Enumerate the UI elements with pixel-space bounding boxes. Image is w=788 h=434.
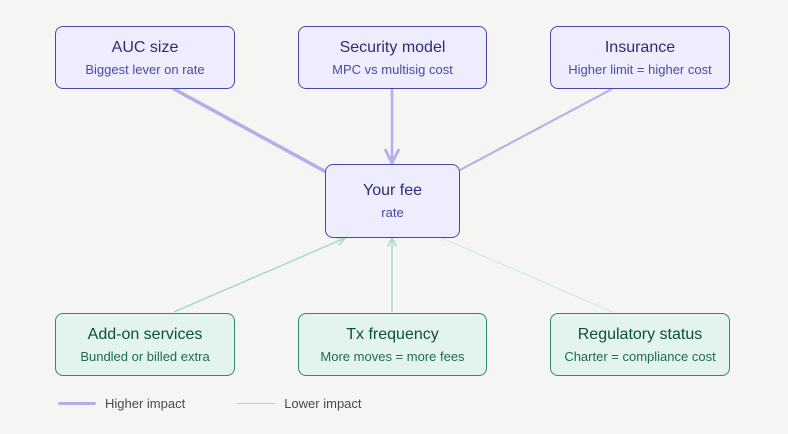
legend-item-lower-impact: Lower impact — [237, 396, 362, 411]
connector-insurance — [459, 88, 613, 171]
center-subtitle: rate — [381, 205, 404, 220]
factor-auc-size: AUC size Biggest lever on rate — [55, 26, 235, 89]
factor-subtitle: Biggest lever on rate — [85, 61, 205, 77]
factor-title: AUC size — [111, 38, 179, 56]
factor-insurance: Insurance Higher limit = higher cost — [550, 26, 730, 89]
legend-swatch-lower-impact — [237, 403, 276, 404]
factor-subtitle: Charter = compliance cost — [564, 348, 716, 364]
factor-title: Regulatory status — [577, 325, 703, 343]
factor-security-model: Security model MPC vs multisig cost — [298, 26, 487, 89]
center-title: Your fee — [362, 182, 422, 199]
factor-subtitle: More moves = more fees — [320, 348, 465, 364]
factor-title: Add-on services — [87, 325, 203, 343]
legend-item-higher-impact: Higher impact — [58, 396, 185, 411]
factor-add-on-services: Add-on services Bundled or billed extra — [55, 313, 235, 376]
legend: Higher impact Lower impact — [58, 396, 362, 411]
connector-add-on-services — [173, 238, 345, 313]
legend-label-higher-impact: Higher impact — [105, 396, 186, 411]
legend-swatch-higher-impact — [58, 402, 96, 405]
center-node-your-fee: Your fee rate — [325, 164, 460, 238]
factor-tx-frequency: Tx frequency More moves = more fees — [298, 313, 487, 376]
connector-auc-size — [172, 87, 330, 175]
factor-title: Security model — [339, 38, 446, 56]
legend-label-lower-impact: Lower impact — [284, 396, 362, 411]
factor-subtitle: Bundled or billed extra — [80, 348, 210, 364]
factor-regulatory-status: Regulatory status Charter = compliance c… — [550, 313, 730, 376]
factor-subtitle: MPC vs multisig cost — [332, 61, 453, 77]
factor-subtitle: Higher limit = higher cost — [568, 61, 712, 77]
factor-title: Tx frequency — [346, 325, 439, 343]
factor-title: Insurance — [604, 38, 676, 56]
connector-regulatory-status — [441, 237, 613, 313]
